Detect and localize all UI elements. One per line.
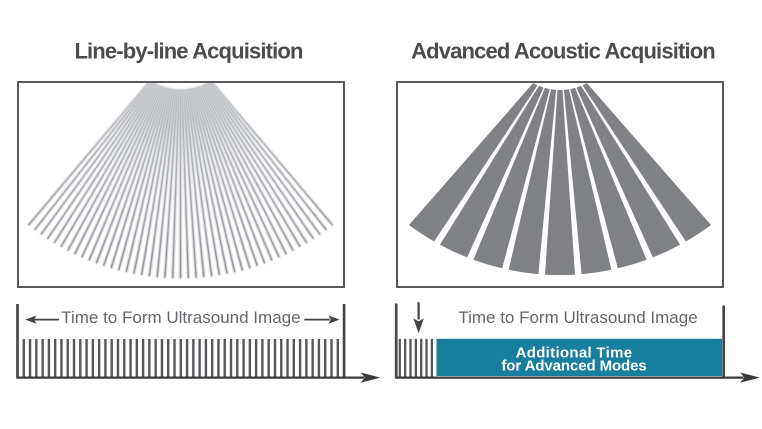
svg-text:Time to Form Ultrasound Image: Time to Form Ultrasound Image	[61, 308, 300, 327]
svg-text:Advanced Acoustic Acquisition: Advanced Acoustic Acquisition	[411, 39, 715, 64]
svg-text:Time to Form Ultrasound Image: Time to Form Ultrasound Image	[458, 308, 697, 327]
svg-text:for Advanced Modes: for Advanced Modes	[501, 357, 646, 374]
svg-text:Line-by-line Acquisition: Line-by-line Acquisition	[74, 39, 303, 64]
svg-text:Additional Time: Additional Time	[516, 345, 633, 362]
